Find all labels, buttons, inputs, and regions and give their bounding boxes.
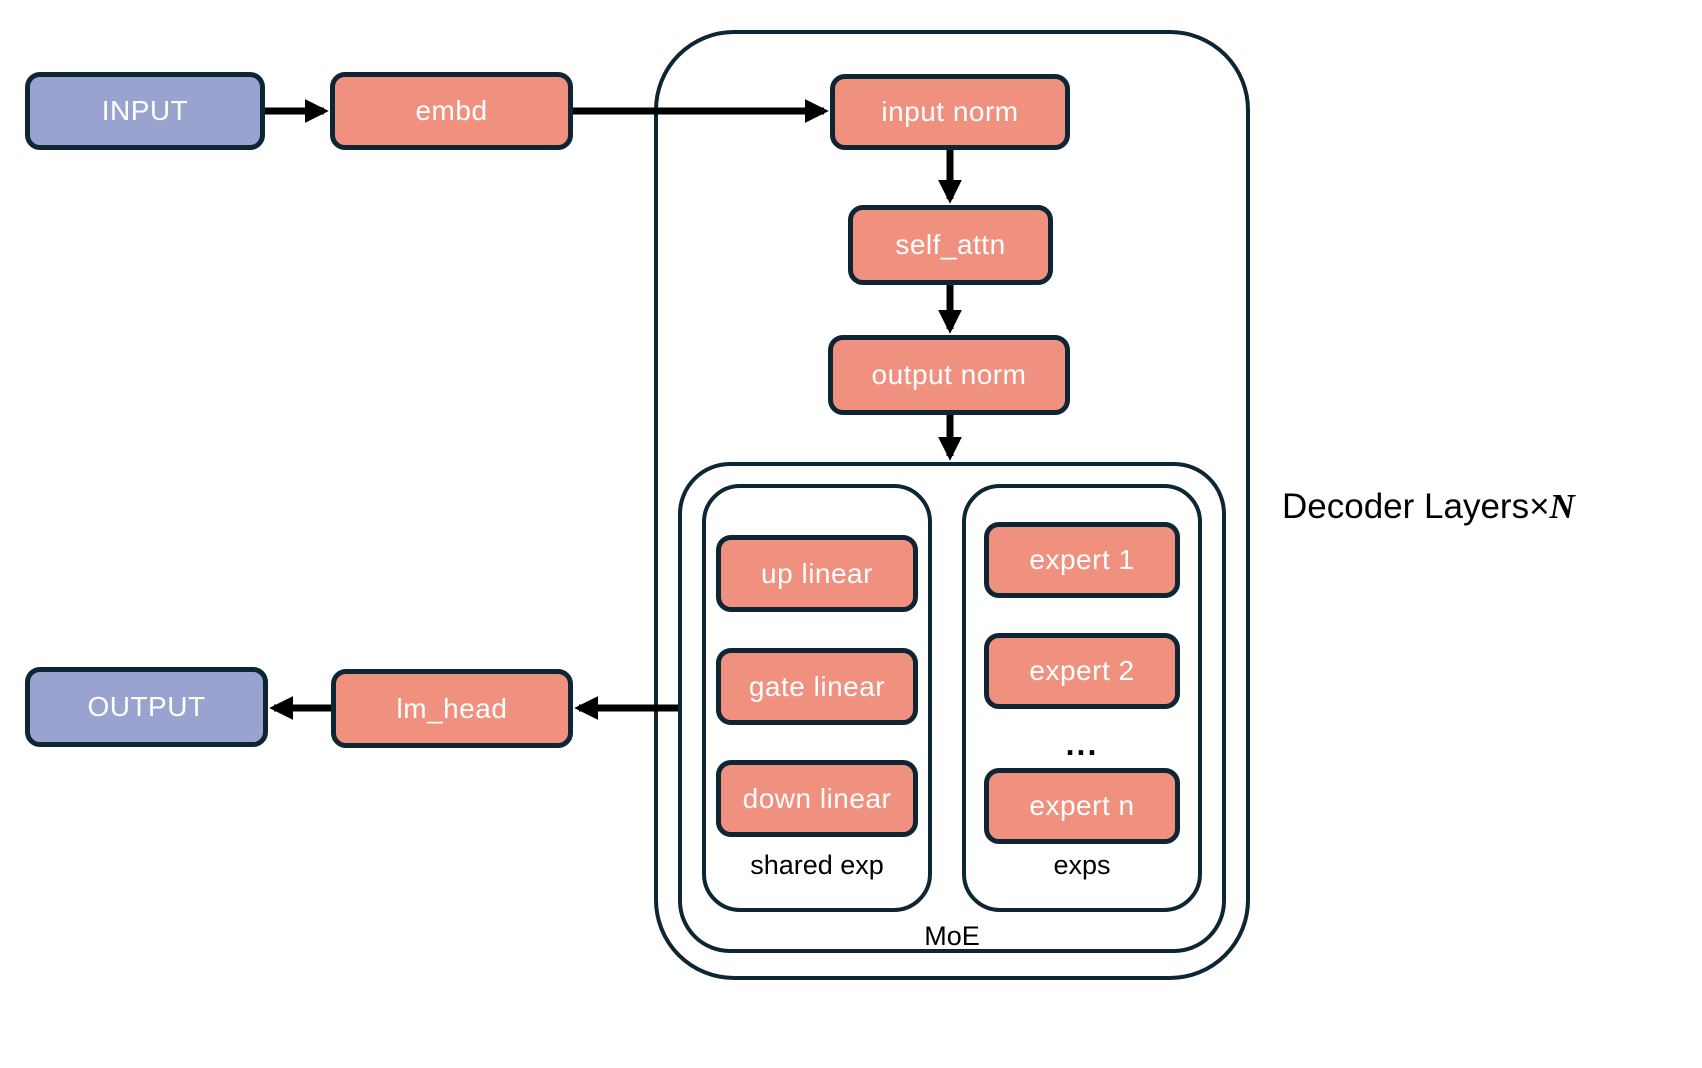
expert-n-node: expert n (984, 768, 1180, 844)
decoder-layers-title-text: Decoder Layers× (1282, 487, 1550, 526)
down-linear-node: down linear (716, 760, 918, 837)
down-linear-node-label: down linear (742, 782, 892, 814)
exps-group (962, 484, 1202, 912)
input-norm-node: input norm (830, 74, 1070, 150)
embd-node: embd (330, 72, 573, 150)
decoder-layers-container (654, 30, 1250, 980)
decoder-layers-title-n: N (1549, 487, 1575, 526)
shared-exp-group-label: shared exp (750, 850, 884, 880)
expert-1-node-label: expert 1 (1029, 544, 1135, 575)
self-attn-node: self_attn (848, 205, 1053, 285)
input-node: INPUT (25, 72, 265, 150)
output-node: OUTPUT (25, 667, 268, 747)
moe-group-label: MoE (924, 921, 980, 951)
lm-head-node-label: lm_head (396, 692, 508, 724)
shared-exp-group (702, 484, 932, 912)
up-linear-node: up linear (716, 535, 918, 612)
output-node-label: OUTPUT (87, 691, 206, 722)
expert-2-node-label: expert 2 (1029, 655, 1135, 686)
input-norm-node-label: input norm (881, 96, 1019, 127)
decoder-layers-title: Decoder Layers×N (1282, 487, 1575, 527)
embd-node-label: embd (415, 95, 488, 126)
lm-head-node: lm_head (331, 669, 573, 748)
input-node-label: INPUT (101, 95, 189, 126)
expert-n-node-label: expert n (1029, 790, 1135, 821)
output-norm-node-label: output norm (871, 359, 1027, 390)
exps-group-label: exps (1053, 850, 1111, 880)
experts-ellipsis: ... (1065, 726, 1099, 762)
self-attn-node-label: self_attn (895, 229, 1006, 260)
up-linear-node-label: up linear (761, 557, 873, 589)
expert-2-node: expert 2 (984, 633, 1180, 709)
gate-linear-node: gate linear (716, 648, 918, 725)
gate-linear-node-label: gate linear (748, 670, 886, 702)
expert-1-node: expert 1 (984, 522, 1180, 598)
output-norm-node: output norm (828, 335, 1070, 415)
moe-container (678, 462, 1226, 953)
